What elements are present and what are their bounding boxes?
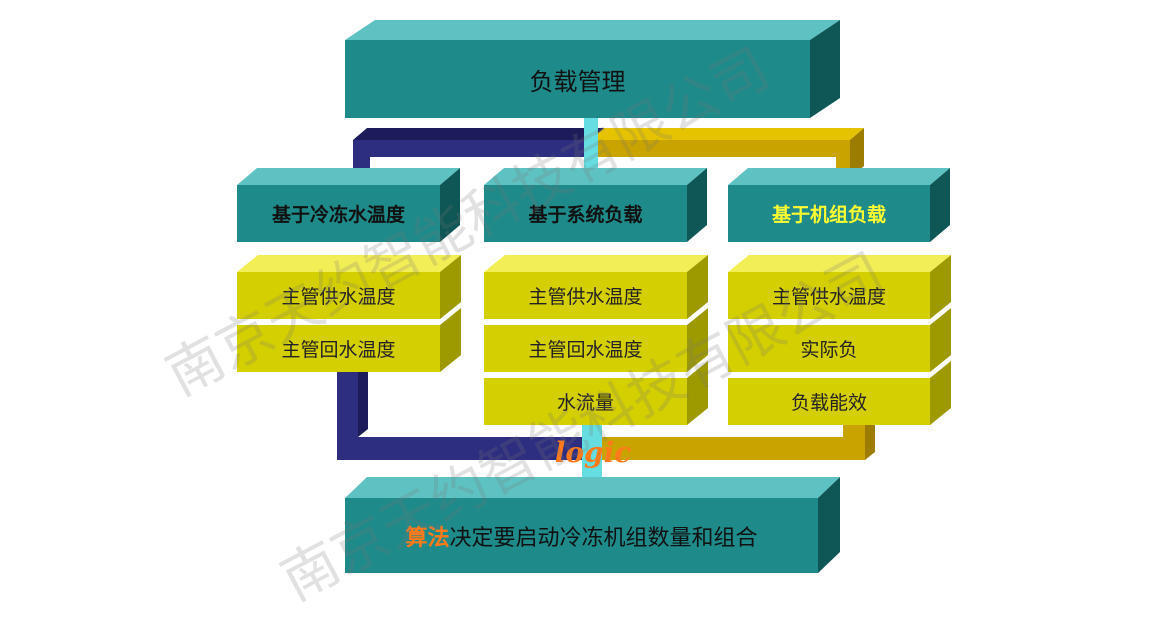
column-1-item-1: 主管供水温度: [281, 286, 396, 308]
bottom-description: 决定要启动冷冻机组数量和组合: [449, 525, 758, 551]
column-2-item-3: 水流量: [556, 392, 614, 414]
load-management-diagram: [237, 20, 951, 573]
column-1-item-2: 主管回水温度: [281, 339, 396, 361]
column-1-header: 基于冷冻水温度: [271, 204, 405, 226]
navy-connector-bottom: [337, 368, 585, 460]
column-3-item-3: 负载能效: [790, 392, 867, 414]
logic-label: logic: [554, 435, 632, 469]
bottom-box: [345, 477, 840, 573]
column-2-header: 基于系统负载: [528, 204, 643, 226]
navy-connector-top: [353, 140, 592, 178]
item-boxes: [237, 255, 951, 425]
column-3-item-1: 主管供水温度: [771, 286, 886, 308]
column-2-item-2: 主管回水温度: [528, 339, 643, 361]
algorithm-highlight: 算法: [405, 525, 450, 551]
top-box-title: 负载管理: [529, 67, 626, 96]
column-2-item-1: 主管供水温度: [528, 286, 643, 308]
top-box: [345, 20, 840, 118]
bottom-box-text: 算法决定要启动冷冻机组数量和组合: [345, 498, 818, 573]
column-headers: [237, 168, 950, 242]
gold-connector-bottom: [595, 422, 865, 460]
top-connectors: [343, 118, 864, 190]
column-3-item-2: 实际负: [800, 339, 858, 361]
gold-connector-top: [590, 140, 850, 178]
column-3-header: 基于机组负载: [771, 204, 886, 226]
